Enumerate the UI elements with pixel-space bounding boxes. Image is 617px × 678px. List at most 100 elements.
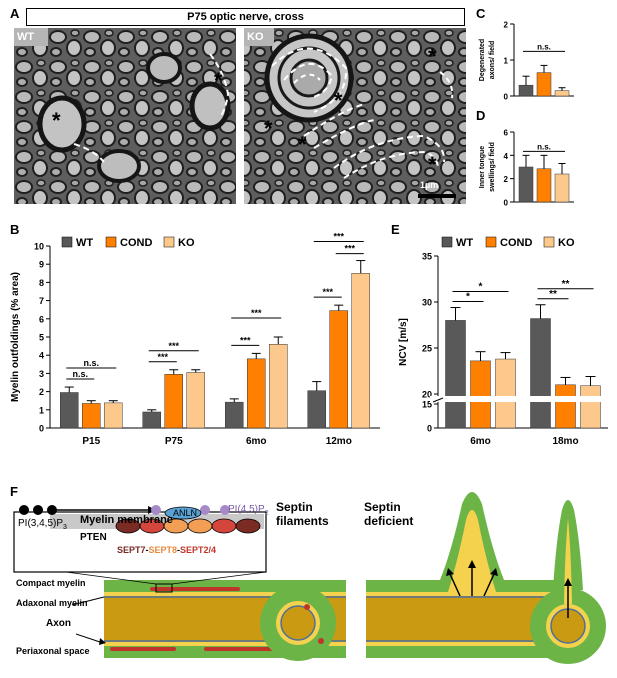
legend-label: COND (120, 237, 152, 249)
bar (164, 374, 183, 429)
anln-protein (164, 506, 202, 520)
y-tick-label: 2 (504, 175, 509, 184)
bar (554, 90, 570, 97)
legend-swatch (485, 236, 497, 248)
wt-image-label: WT (17, 31, 35, 43)
bar (536, 72, 552, 97)
pten-label: PTEN (80, 532, 107, 543)
significance-label: *** (333, 232, 344, 242)
significance-label: *** (251, 308, 262, 318)
x-tick-label: 12mo (326, 436, 352, 447)
y-tick-label: 2 (504, 21, 509, 30)
significance-label: ** (562, 279, 570, 290)
legend-label: KO (558, 237, 575, 249)
ko-image-label: KO (247, 31, 264, 43)
y-tick-label: 0 (504, 93, 509, 102)
bar (247, 358, 266, 429)
significance-label: *** (322, 287, 333, 297)
significance-label: *** (168, 341, 179, 351)
bar (580, 385, 601, 429)
x-tick-label: 6mo (470, 436, 491, 447)
bar (530, 318, 551, 429)
y-tick-label: 15 (422, 400, 432, 410)
bar (518, 84, 534, 97)
septin-filament (150, 587, 240, 591)
legend-swatch (105, 236, 117, 248)
y-tick-label: 10 (34, 242, 44, 252)
y-tick-label: 5 (39, 333, 44, 343)
asterisk-marker: * (52, 108, 61, 133)
axon-label: Axon (46, 618, 71, 629)
asterisk-marker: * (428, 44, 437, 69)
x-tick-label: 6mo (246, 436, 267, 447)
panel-label-c: C (476, 6, 486, 21)
significance-label: n.s. (537, 42, 551, 51)
asterisk-marker: * (334, 88, 343, 113)
panel-a-title-box: P75 optic nerve, cross (26, 8, 465, 26)
legend-swatch (543, 236, 555, 248)
y-tick-label: 6 (504, 129, 509, 138)
outfolding-arrows (449, 566, 495, 597)
bar (186, 372, 205, 429)
adaxonal-myelin-label: Adaxonal myelin (16, 598, 88, 608)
axis-break-mark (432, 397, 444, 403)
compact-myelin-label: Compact myelin (16, 578, 86, 588)
legend-swatch (61, 236, 73, 248)
y-tick-label: 30 (422, 298, 432, 308)
bar (104, 402, 123, 429)
bar (351, 273, 370, 429)
y-tick-label: 20 (422, 390, 432, 400)
bar (495, 358, 516, 429)
significance-label: *** (344, 244, 355, 254)
y-tick-label: 0 (504, 199, 509, 208)
y-axis-label: Degenerated (479, 39, 486, 81)
bar (307, 390, 326, 429)
panel-a-title: P75 optic nerve, cross (187, 11, 304, 23)
y-axis-label: NCV [m/s] (398, 318, 409, 366)
panel-label-d: D (476, 108, 486, 123)
bar (555, 384, 576, 429)
asterisk-marker: * (214, 68, 223, 93)
bar (82, 403, 101, 429)
y-tick-label: 0 (427, 424, 432, 434)
significance-label: n.s. (83, 358, 99, 368)
anln-label: ANLN (173, 508, 198, 518)
bar (329, 310, 348, 429)
x-tick-label: 18mo (552, 436, 578, 447)
septin-diagram (13, 492, 606, 664)
periaxonal-space-label: Periaxonal space (16, 646, 90, 656)
panel-label-e: E (391, 222, 400, 237)
legend-swatch (163, 236, 175, 248)
asterisk-marker: * (264, 116, 273, 141)
significance-label: * (466, 292, 470, 303)
y-axis-label: Myelin outfoldings (% area) (10, 272, 21, 402)
y-tick-label: 1 (39, 405, 44, 415)
legend-label: WT (456, 237, 473, 249)
bar (60, 392, 79, 429)
x-tick-label: P75 (165, 436, 183, 447)
legend-label: KO (178, 237, 195, 249)
septin-filament (110, 647, 176, 651)
asterisk-marker: * (298, 132, 307, 157)
y-tick-label: 9 (39, 260, 44, 270)
panel-label-f: F (10, 484, 18, 499)
panel-label-b: B (10, 222, 20, 237)
legend-label: COND (500, 237, 532, 249)
significance-label: * (479, 282, 483, 293)
pip2-label: PI(4,5)P2 (228, 504, 269, 517)
significance-label: n.s. (537, 142, 551, 151)
micrograph-panel (14, 28, 466, 204)
y-tick-label: 35 (422, 252, 432, 262)
bar (554, 173, 570, 203)
y-tick-label: 0 (39, 424, 44, 434)
asterisk-marker: * (428, 152, 437, 177)
significance-label: ** (549, 289, 557, 300)
legend-label: WT (76, 237, 93, 249)
bar (445, 320, 466, 429)
